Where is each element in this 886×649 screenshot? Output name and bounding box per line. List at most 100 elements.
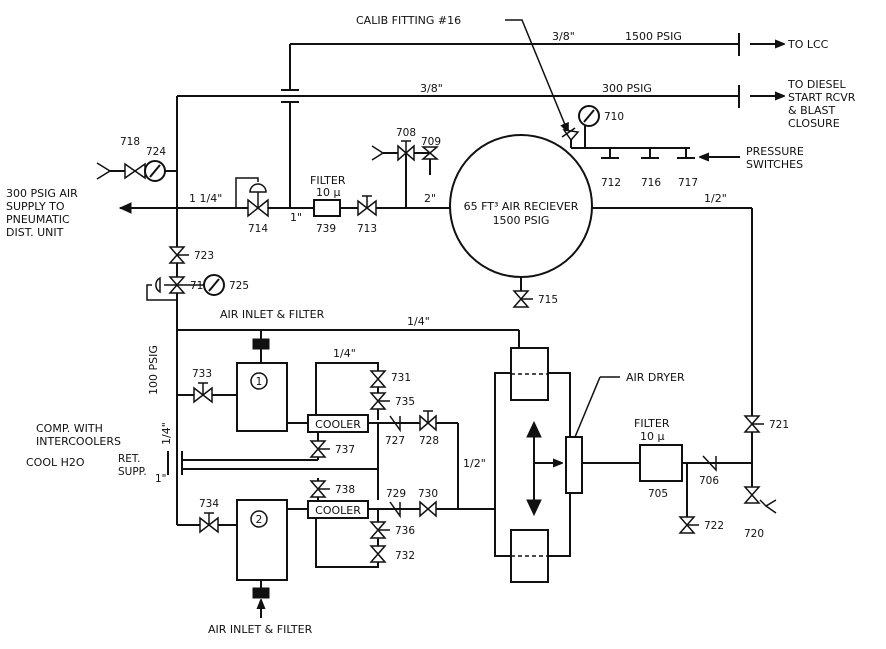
check-valves-727-728	[368, 410, 459, 509]
compressor-2-badge	[250, 510, 268, 528]
valve-branch-731-735	[315, 362, 390, 420]
tag-706: 706	[699, 475, 719, 487]
tag-727: 727	[385, 435, 405, 447]
comp-intercoolers-label: COMP. WITH INTERCOOLERS	[36, 422, 121, 448]
calib-fitting-label: CALIB FITTING #16	[356, 14, 461, 27]
diesel-pressure-label: 300 PSIG	[602, 82, 652, 95]
regulator-719	[146, 276, 186, 301]
tag-717: 717	[678, 177, 698, 189]
valve-737	[309, 432, 330, 458]
tag-729: 729	[386, 488, 406, 500]
lcc-line	[281, 33, 784, 91]
tag-710: 710	[604, 111, 624, 123]
two-inch-label: 2"	[424, 192, 436, 205]
main-filter-739	[313, 199, 341, 217]
air-dryer-label: AIR DRYER	[626, 371, 685, 384]
tag-738: 738	[335, 484, 355, 496]
air-dryer	[458, 347, 583, 583]
air-inlet-filter-bottom	[252, 580, 270, 618]
tag-724: 724	[146, 146, 166, 158]
valve-721	[743, 415, 764, 433]
tag-708: 708	[396, 127, 416, 139]
tag-737: 737	[335, 444, 355, 456]
tag-713: 713	[357, 223, 377, 235]
pressure-switches-label: PRESSURE SWITCHES	[746, 145, 807, 171]
receiver-label-line1: 65 FT³ AIR RECIEVER	[464, 200, 579, 213]
air-inlet-filter-top	[252, 330, 270, 363]
lcc-destination-label: TO LCC	[787, 38, 829, 51]
tag-734: 734	[199, 498, 219, 510]
dryer-filter-label: FILTER 10 μ	[634, 417, 673, 443]
tag-739: 739	[316, 223, 336, 235]
air-inlet-bottom-label: AIR INLET & FILTER	[208, 623, 313, 636]
pressure-gauge-724-icon	[144, 160, 166, 182]
supp-label: SUPP.	[118, 466, 147, 478]
compressor-1-number: 1	[256, 376, 263, 388]
pressure-switch-manifold	[561, 126, 695, 159]
tag-709: 709	[421, 136, 441, 148]
tag-712: 712	[601, 177, 621, 189]
cool-h2o-label: COOL H2O	[26, 456, 85, 469]
regulator-valve-714	[235, 177, 269, 218]
half-inch-label: 1/2"	[704, 192, 727, 205]
dryer-feed-line	[177, 329, 520, 348]
receiver-outlet-line	[592, 207, 753, 495]
diesel-line	[177, 85, 784, 208]
tag-731: 731	[391, 372, 411, 384]
cooler-top-label: COOLER	[315, 418, 361, 431]
ret-label: RET.	[118, 453, 140, 465]
tag-725: 725	[229, 280, 249, 292]
compressor-2-number: 2	[256, 514, 263, 526]
compressor-1-badge	[250, 372, 268, 390]
valve-733	[177, 382, 237, 404]
tag-718: 718	[120, 136, 140, 148]
supply-label: 300 PSIG AIR SUPPLY TO PNEUMATIC DIST. U…	[6, 187, 81, 239]
main-size-label: 1 1/4"	[189, 192, 222, 205]
half-inch-label-b: 1/2"	[463, 457, 486, 470]
tag-715: 715	[538, 294, 558, 306]
dryer-filter-705	[639, 444, 683, 482]
check-valves-729-730	[368, 500, 458, 519]
quarter-inch-label-vertical: 1/4"	[160, 422, 173, 445]
cooling-water-lines	[167, 423, 379, 500]
one-inch-label-b: 1"	[155, 473, 167, 485]
tag-721: 721	[769, 419, 789, 431]
pressure-gauge-725-icon	[177, 274, 225, 296]
tag-716: 716	[641, 177, 661, 189]
check-valve-706	[682, 455, 752, 472]
tag-728: 728	[419, 435, 439, 447]
drain-valve-715	[512, 290, 533, 308]
tag-720: 720	[744, 528, 764, 540]
valve-738	[309, 478, 330, 501]
tag-714: 714	[248, 223, 268, 235]
tag-705: 705	[648, 488, 668, 500]
lcc-pressure-label: 1500 PSIG	[625, 30, 682, 43]
tag-730: 730	[418, 488, 438, 500]
valve-branch-736-732	[315, 509, 390, 568]
tag-722: 722	[704, 520, 724, 532]
psig100-label: 100 PSIG	[147, 345, 160, 395]
tag-735: 735	[395, 396, 415, 408]
relief-valve-720	[743, 486, 777, 514]
quarter-inch-label-top: 1/4"	[407, 315, 430, 328]
valve-734	[177, 512, 237, 534]
diesel-size-label: 3/8"	[420, 82, 443, 95]
drain-valve-722	[678, 463, 699, 534]
tag-736: 736	[395, 525, 415, 537]
cooler-bottom-label: COOLER	[315, 504, 361, 517]
pressure-gauge-710-icon	[578, 105, 600, 127]
main-filter-label: FILTER 10 μ	[310, 174, 349, 199]
receiver-label-line2: 1500 PSIG	[493, 214, 550, 227]
air-inlet-top-label: AIR INLET & FILTER	[220, 308, 325, 321]
valve-723	[168, 246, 189, 264]
tag-733: 733	[192, 368, 212, 380]
branch-708-709	[371, 140, 440, 208]
quarter-inch-label-mid: 1/4"	[333, 347, 356, 360]
lcc-size-label: 3/8"	[552, 30, 575, 43]
one-inch-label: 1"	[290, 211, 302, 224]
diesel-destination-label: TO DIESEL START RCVR & BLAST CLOSURE	[787, 78, 859, 130]
tag-732: 732	[395, 550, 415, 562]
calib-fitting-arrow	[505, 19, 568, 132]
tag-723: 723	[194, 250, 214, 262]
